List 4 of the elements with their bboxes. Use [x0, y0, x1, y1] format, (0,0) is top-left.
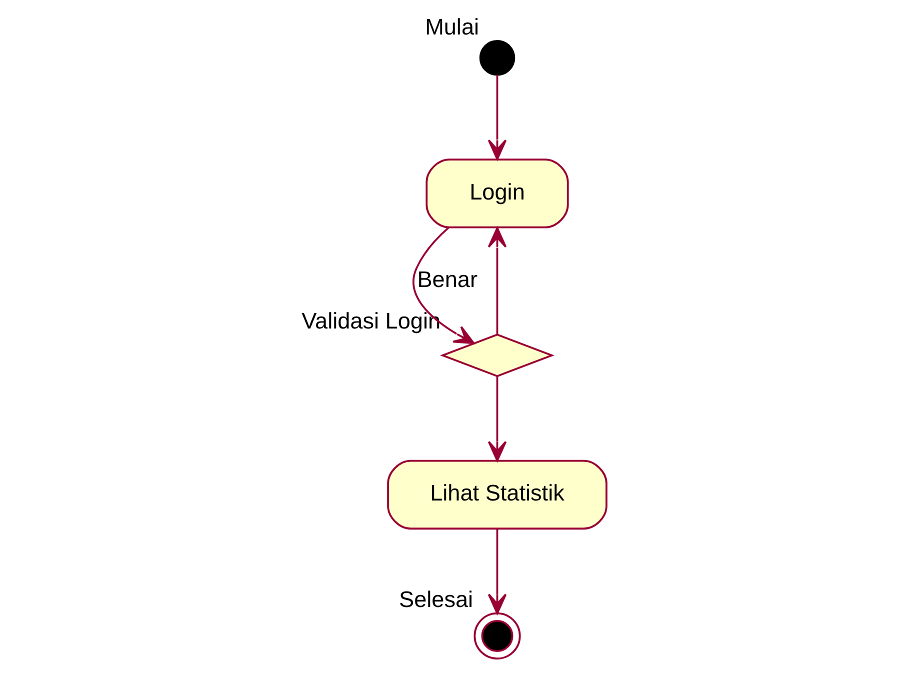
node-label: Mulai — [425, 14, 480, 40]
edge-label: Benar — [417, 266, 478, 292]
node-label: Validasi Login — [302, 308, 441, 334]
node-label: Selesai — [399, 586, 474, 612]
